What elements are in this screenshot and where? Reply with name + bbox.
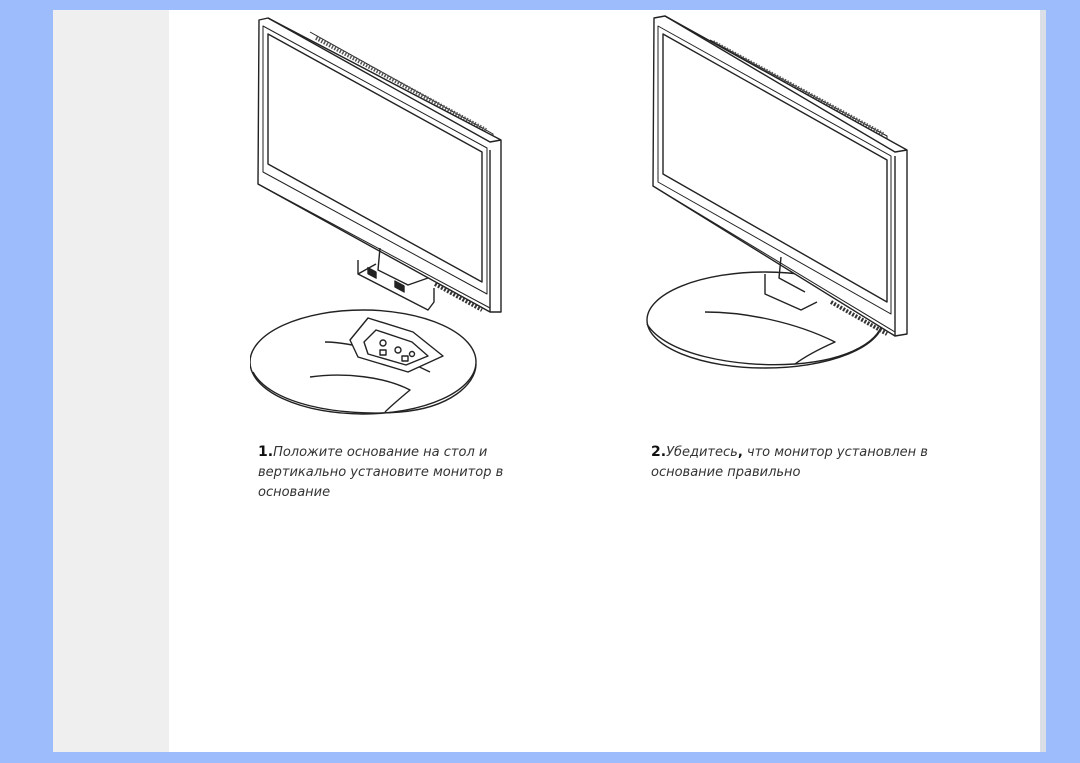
step-1-caption: 1.Положите основание на стол и вертикаль… bbox=[258, 442, 558, 503]
step-2-text-part2: что монитор установлен в основание прави… bbox=[651, 445, 928, 480]
step-1-number: 1. bbox=[258, 444, 274, 460]
right-scroll-edge bbox=[1040, 10, 1046, 752]
left-sidebar-band bbox=[53, 10, 169, 752]
step-2-number: 2. bbox=[651, 444, 667, 460]
step-2-caption: 2.Убедитесь, что монитор установлен в ос… bbox=[651, 442, 961, 483]
step-2-text-part1: Убедитесь bbox=[666, 445, 738, 460]
step-2-comma: , bbox=[737, 445, 743, 460]
monitor-above-base-illustration bbox=[250, 17, 502, 415]
monitor-on-base-illustration bbox=[646, 15, 908, 369]
step-1-text: Положите основание на стол и вертикально… bbox=[258, 445, 504, 500]
